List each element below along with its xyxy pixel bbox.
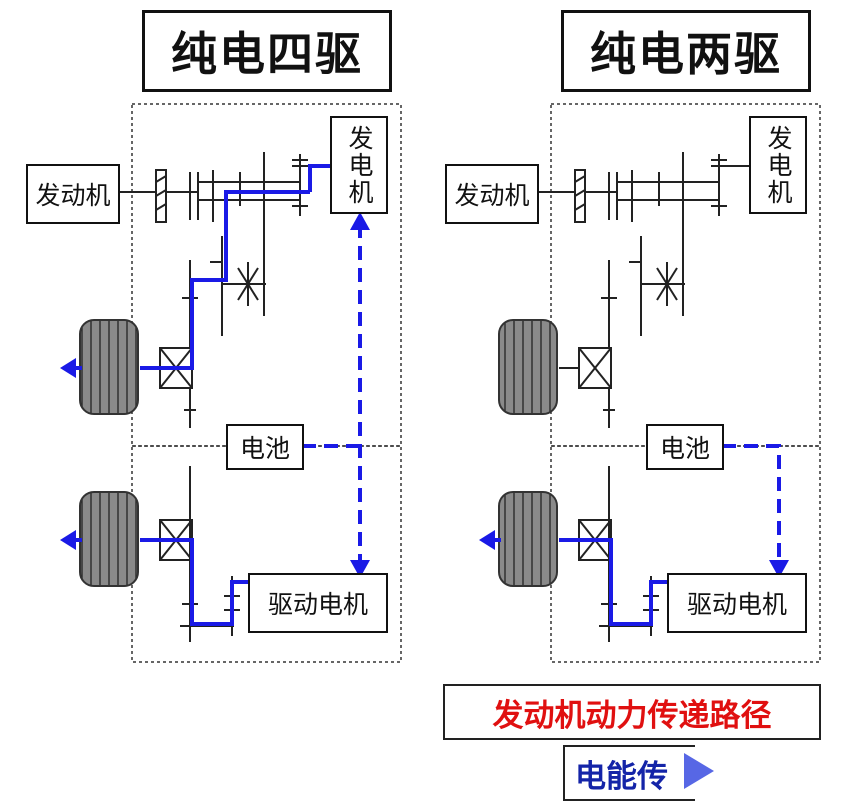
rear-output-arrow <box>479 530 495 550</box>
drive-motor-label-left: 驱动电机 <box>248 573 388 633</box>
engine-label-right: 发动机 <box>445 164 539 224</box>
rear-wheel <box>79 491 139 587</box>
title-right: 纯电两驱 <box>561 10 811 92</box>
battery-to-motor-dashed <box>722 444 781 566</box>
rear-wheel <box>498 491 558 587</box>
rear-electric-drive-path <box>140 538 248 626</box>
front-wheel <box>498 319 558 415</box>
generator-label-left: 发电机 <box>330 116 388 214</box>
diagram-awd <box>60 103 402 663</box>
diagram-2wd <box>479 103 821 663</box>
generator-label-right: 发电机 <box>749 116 807 214</box>
battery-label-left: 电池 <box>226 424 304 470</box>
engine-power-path-front <box>308 164 330 192</box>
rear-drivetrain <box>159 466 240 642</box>
drivetrain-shafts <box>537 152 751 428</box>
drive-motor-label-right: 驱动电机 <box>667 573 807 633</box>
legend-arrow-icon <box>684 753 714 789</box>
rear-output-arrow <box>60 530 76 550</box>
battery-label-right: 电池 <box>646 424 724 470</box>
front-output-arrow <box>60 358 76 378</box>
rear-drivetrain <box>578 466 659 642</box>
legend-engine-power-path: 发动机动力传递路径 <box>443 684 821 740</box>
legend-electric-energy-path: 电能传 <box>563 745 695 801</box>
engine-label-left: 发动机 <box>26 164 120 224</box>
title-left: 纯电四驱 <box>142 10 392 92</box>
front-wheel <box>79 319 139 415</box>
engine-power-path <box>140 190 310 370</box>
arrow-down-to-motor <box>350 560 370 578</box>
rear-electric-drive-path <box>559 538 667 626</box>
arrow-up-to-generator <box>350 212 370 230</box>
arrow-down-to-motor <box>769 560 789 578</box>
